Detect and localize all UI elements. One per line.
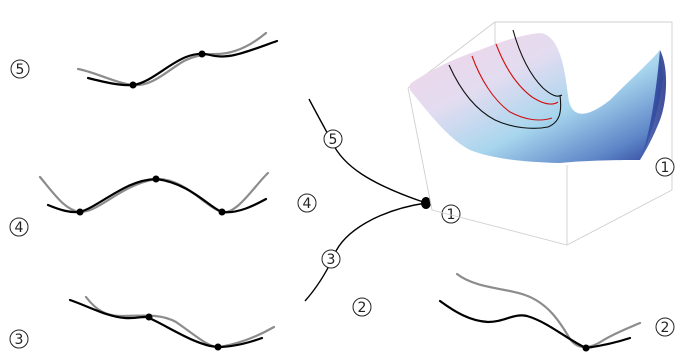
upper-branch-number: 5 — [329, 132, 338, 148]
row3-number: 3 — [15, 332, 24, 348]
branch-node — [421, 197, 431, 209]
row3-saddle — [145, 313, 153, 321]
row5-saddle-point — [198, 50, 206, 58]
row4-number: 4 — [15, 220, 24, 236]
surface-label: 1 — [655, 157, 675, 177]
row4-panel: 4 — [9, 171, 270, 237]
row3-min — [214, 343, 222, 351]
row2-number: 2 — [661, 320, 670, 336]
row5-min-point — [129, 81, 137, 89]
row3-black-curve — [68, 298, 264, 349]
row3-gray-curve — [84, 295, 276, 349]
row3-number-badge: 3 — [9, 329, 29, 349]
surface-trajectory-inner — [512, 29, 563, 97]
row4-black-curve — [46, 177, 268, 214]
mid-label: 4 — [297, 193, 317, 213]
surface-trajectory-outer — [448, 64, 562, 129]
lower-branch-number: 3 — [327, 252, 336, 268]
row4-left-min — [76, 208, 84, 216]
row2-min — [582, 344, 590, 352]
surface-shape — [410, 33, 663, 163]
row4-saddle — [152, 175, 160, 183]
row4-right-min — [218, 208, 226, 216]
surface-right-wall — [640, 50, 667, 160]
branch-diagram: 5 4 3 1 2 — [297, 98, 461, 317]
upper-branch — [308, 98, 427, 204]
row5-number: 5 — [16, 62, 25, 78]
row3-panel: 3 — [9, 295, 276, 351]
bottom-center-label: 2 — [352, 297, 372, 317]
row5-number-badge: 5 — [10, 59, 30, 79]
lower-branch-label: 3 — [321, 249, 341, 269]
upper-branch-label: 5 — [323, 129, 343, 149]
row5-gray-curve — [76, 31, 268, 87]
bottom-center-number: 2 — [358, 300, 367, 316]
surface-trajectory-red-2 — [495, 43, 559, 105]
row2-gray-curve — [455, 272, 642, 349]
row2-panel: 2 — [438, 272, 675, 352]
row4-number-badge: 4 — [9, 217, 29, 237]
surface-plot: 1 — [407, 21, 675, 246]
lower-branch — [304, 202, 427, 302]
surface-number: 1 — [661, 160, 670, 176]
box-front-edges — [407, 87, 673, 246]
row5-black-curve — [86, 39, 279, 87]
row5-panel: 5 — [10, 31, 279, 89]
row2-number-badge: 2 — [655, 317, 675, 337]
node-label: 1 — [441, 204, 461, 224]
row2-black-curve — [438, 299, 632, 350]
mid-number: 4 — [303, 196, 312, 212]
surface-trajectory-red-1 — [471, 55, 553, 121]
